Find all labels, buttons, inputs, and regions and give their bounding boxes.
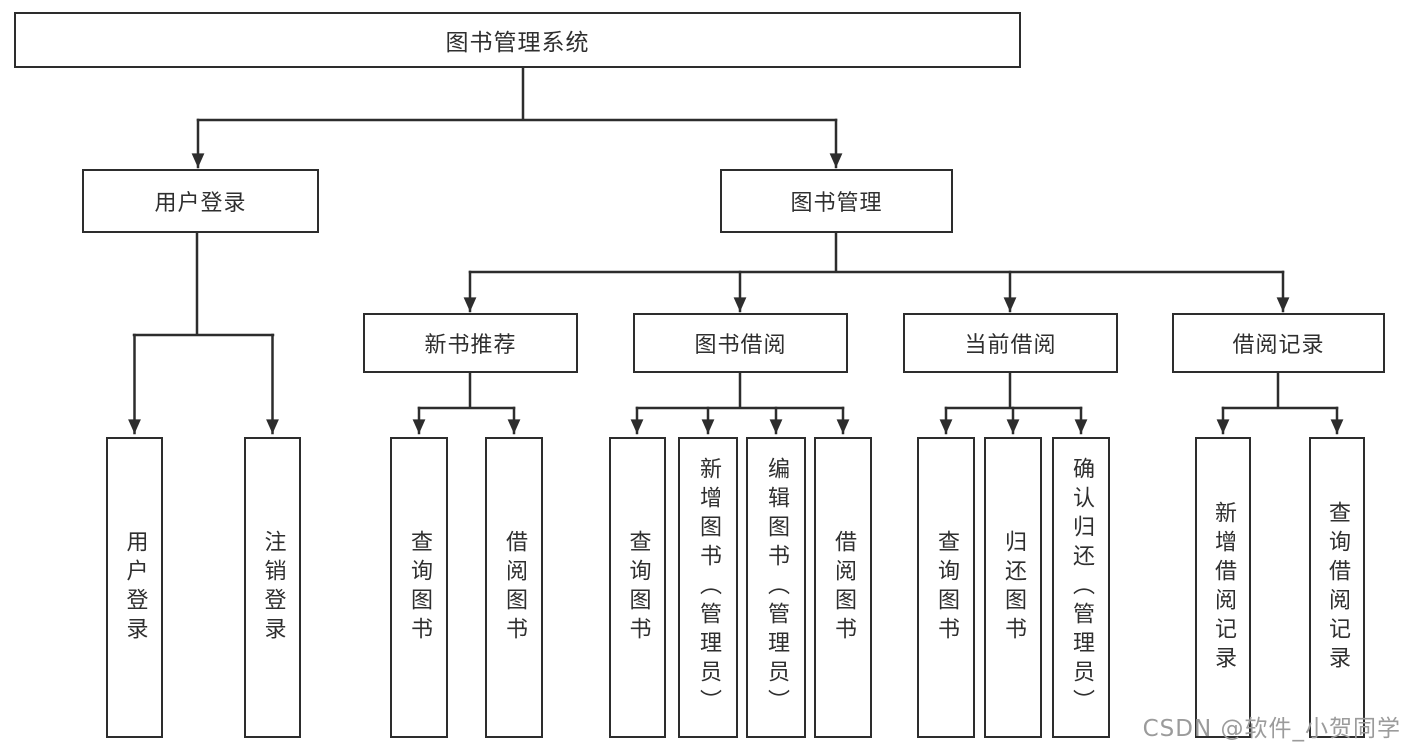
- leaf-query-borrow-record: 查询借阅记录: [1309, 437, 1365, 738]
- node-root: 图书管理系统: [14, 12, 1021, 68]
- leaf-borrow-books-2: 借阅图书: [814, 437, 872, 738]
- node-borrowing-records: 借阅记录: [1172, 313, 1385, 373]
- node-user-login: 用户登录: [82, 169, 319, 233]
- leaf-query-books-2: 查询图书: [609, 437, 666, 738]
- leaf-logout: 注销登录: [244, 437, 301, 738]
- node-new-book-recommend: 新书推荐: [363, 313, 578, 373]
- leaf-borrow-books-1: 借阅图书: [485, 437, 543, 738]
- leaf-query-books-1: 查询图书: [390, 437, 448, 738]
- leaf-edit-books-admin: 编辑图书（管理员）: [746, 437, 806, 738]
- leaf-confirm-return-admin: 确认归还（管理员）: [1052, 437, 1110, 738]
- watermark: CSDN @软件_小贺同学: [1142, 716, 1401, 742]
- leaf-return-books: 归还图书: [984, 437, 1042, 738]
- node-book-borrowing: 图书借阅: [633, 313, 848, 373]
- leaf-add-borrow-record: 新增借阅记录: [1195, 437, 1251, 738]
- node-book-management: 图书管理: [720, 169, 953, 233]
- leaf-user-login: 用户登录: [106, 437, 163, 738]
- leaf-add-books-admin: 新增图书（管理员）: [678, 437, 738, 738]
- node-current-borrowing: 当前借阅: [903, 313, 1118, 373]
- leaf-query-books-3: 查询图书: [917, 437, 975, 738]
